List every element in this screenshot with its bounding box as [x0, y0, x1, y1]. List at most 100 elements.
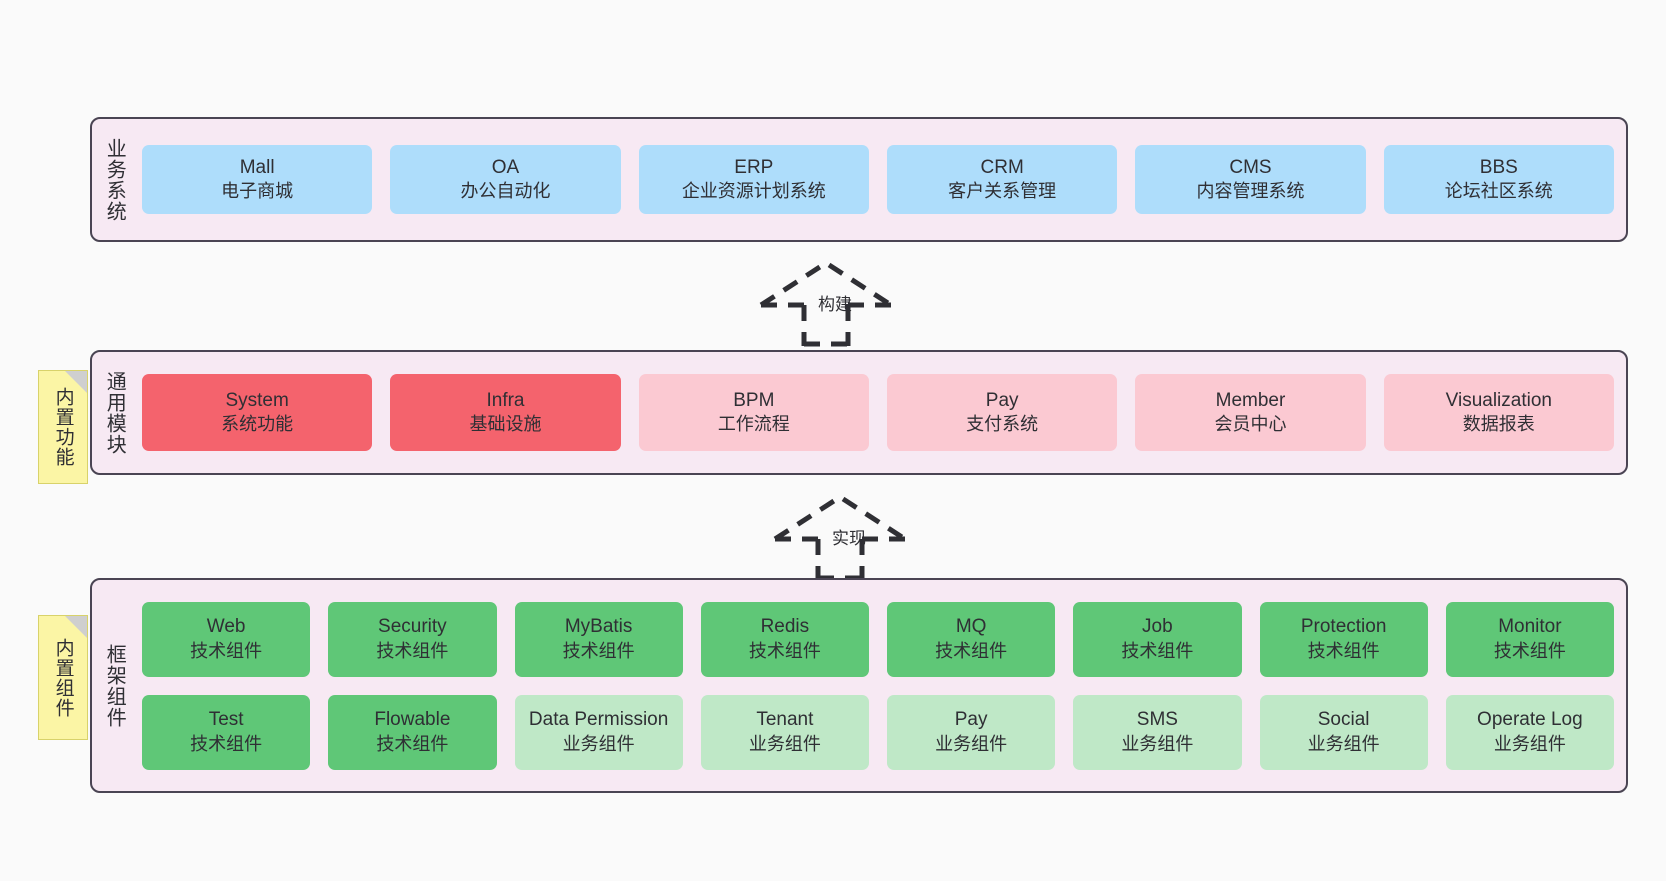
module-subtitle: 技术组件 — [190, 733, 263, 754]
layer-row: Mall 电子商城 OA 办公自动化 ERP 企业资源计划系统 CRM 客户关系… — [142, 145, 1614, 214]
module-name: OA — [491, 156, 520, 178]
sticky-note-builtin-components: 内置组件 — [38, 615, 88, 740]
module-name: Job — [1142, 616, 1173, 638]
module-subtitle: 业务组件 — [562, 733, 635, 754]
sticky-note-label: 内置功能 — [52, 387, 74, 467]
module-subtitle: 技术组件 — [935, 640, 1008, 661]
module-card-sms[interactable]: SMS 业务组件 — [1073, 694, 1242, 770]
module-subtitle: 业务组件 — [1121, 733, 1194, 754]
sticky-note-builtin-features: 内置功能 — [38, 370, 88, 484]
module-subtitle: 论坛社区系统 — [1444, 181, 1553, 202]
connector-build-label: 构建 — [818, 295, 852, 314]
module-subtitle: 基础设施 — [469, 414, 542, 435]
module-card-security[interactable]: Security 技术组件 — [328, 601, 497, 677]
module-name: BBS — [1479, 156, 1518, 178]
module-name: Protection — [1300, 616, 1387, 638]
module-name: Tenant — [756, 709, 814, 731]
layer-business-system: 业务系统 Mall 电子商城 OA 办公自动化 ERP 企业资源计划系统 CRM… — [90, 117, 1628, 242]
module-subtitle: 系统功能 — [221, 414, 294, 435]
module-subtitle: 企业资源计划系统 — [681, 181, 826, 202]
layer-row: System 系统功能 Infra 基础设施 BPM 工作流程 Pay 支付系统… — [142, 374, 1614, 451]
module-subtitle: 工作流程 — [717, 414, 790, 435]
module-card-protection[interactable]: Protection 技术组件 — [1259, 601, 1428, 677]
module-card-oa[interactable]: OA 办公自动化 — [390, 145, 621, 214]
module-name: Social — [1317, 709, 1370, 731]
module-card-visualization[interactable]: Visualization 数据报表 — [1383, 374, 1614, 451]
module-card-job[interactable]: Job 技术组件 — [1073, 601, 1242, 677]
module-subtitle: 客户关系管理 — [948, 181, 1057, 202]
module-name: Mall — [239, 156, 275, 178]
module-card-social[interactable]: Social 业务组件 — [1259, 694, 1428, 770]
module-subtitle: 技术组件 — [1493, 640, 1566, 661]
module-card-flowable[interactable]: Flowable 技术组件 — [328, 694, 497, 770]
module-card-data-permission[interactable]: Data Permission 业务组件 — [514, 694, 683, 770]
note-fold-corner-icon — [65, 371, 87, 393]
sticky-note-label: 内置组件 — [52, 637, 74, 718]
layer-body-business-system: Mall 电子商城 OA 办公自动化 ERP 企业资源计划系统 CRM 客户关系… — [136, 119, 1626, 240]
module-name: Member — [1215, 389, 1286, 411]
layer-framework-component: 框架组件 Web 技术组件 Security 技术组件 MyBatis 技术组件… — [90, 578, 1628, 793]
layer-title-common-module: 通用模块 — [103, 370, 126, 455]
module-name: MQ — [955, 616, 987, 638]
module-card-system[interactable]: System 系统功能 — [142, 374, 373, 451]
module-card-redis[interactable]: Redis 技术组件 — [700, 601, 869, 677]
module-subtitle: 技术组件 — [1121, 640, 1194, 661]
module-subtitle: 办公自动化 — [460, 181, 551, 202]
layer-title-business-system: 业务系统 — [103, 137, 126, 222]
module-card-infra[interactable]: Infra 基础设施 — [390, 374, 621, 451]
module-subtitle: 技术组件 — [376, 640, 449, 661]
module-card-mall[interactable]: Mall 电子商城 — [142, 145, 373, 214]
module-subtitle: 数据报表 — [1462, 414, 1535, 435]
module-name: System — [225, 389, 289, 411]
module-name: Flowable — [374, 709, 451, 731]
connector-implement-label: 实现 — [832, 529, 866, 548]
module-card-test[interactable]: Test 技术组件 — [142, 694, 311, 770]
layer-body-framework-component: Web 技术组件 Security 技术组件 MyBatis 技术组件 Redi… — [136, 580, 1626, 791]
layer-row: Web 技术组件 Security 技术组件 MyBatis 技术组件 Redi… — [142, 601, 1614, 677]
module-subtitle: 技术组件 — [748, 640, 821, 661]
module-subtitle: 技术组件 — [1307, 640, 1380, 661]
module-card-operate-log[interactable]: Operate Log 业务组件 — [1445, 694, 1614, 770]
module-card-pay-business[interactable]: Pay 业务组件 — [887, 694, 1056, 770]
module-name: Web — [206, 616, 246, 638]
module-subtitle: 业务组件 — [748, 733, 821, 754]
module-name: Infra — [486, 389, 525, 411]
module-subtitle: 内容管理系统 — [1196, 181, 1305, 202]
note-fold-corner-icon — [65, 616, 87, 638]
module-name: CMS — [1229, 156, 1272, 178]
module-name: Test — [208, 709, 244, 731]
module-name: Security — [378, 616, 447, 638]
module-card-bpm[interactable]: BPM 工作流程 — [638, 374, 869, 451]
module-subtitle: 电子商城 — [221, 181, 294, 202]
module-subtitle: 会员中心 — [1214, 414, 1287, 435]
module-name: ERP — [734, 156, 774, 178]
layer-common-module: 通用模块 System 系统功能 Infra 基础设施 BPM 工作流程 Pay… — [90, 350, 1628, 475]
module-name: Operate Log — [1477, 709, 1583, 731]
module-card-crm[interactable]: CRM 客户关系管理 — [886, 145, 1118, 214]
module-name: SMS — [1136, 709, 1178, 731]
module-subtitle: 技术组件 — [376, 733, 449, 754]
module-card-erp[interactable]: ERP 企业资源计划系统 — [638, 145, 869, 214]
module-card-monitor[interactable]: Monitor 技术组件 — [1445, 601, 1614, 677]
module-card-pay[interactable]: Pay 支付系统 — [886, 374, 1118, 451]
module-card-bbs[interactable]: BBS 论坛社区系统 — [1383, 145, 1614, 214]
module-card-mq[interactable]: MQ 技术组件 — [887, 601, 1056, 677]
module-card-web[interactable]: Web 技术组件 — [142, 601, 311, 677]
module-name: Monitor — [1498, 616, 1562, 638]
module-name: Pay — [985, 389, 1019, 411]
layer-title-framework-component: 框架组件 — [103, 643, 126, 728]
module-subtitle: 支付系统 — [966, 414, 1039, 435]
module-card-tenant[interactable]: Tenant 业务组件 — [700, 694, 869, 770]
module-subtitle: 技术组件 — [190, 640, 263, 661]
module-card-cms[interactable]: CMS 内容管理系统 — [1135, 145, 1366, 214]
module-name: Visualization — [1445, 389, 1552, 411]
module-name: Redis — [760, 616, 810, 638]
module-card-member[interactable]: Member 会员中心 — [1135, 374, 1366, 451]
layer-body-common-module: System 系统功能 Infra 基础设施 BPM 工作流程 Pay 支付系统… — [136, 352, 1626, 473]
module-name: MyBatis — [564, 616, 633, 638]
module-name: BPM — [733, 389, 775, 411]
module-card-mybatis[interactable]: MyBatis 技术组件 — [514, 601, 683, 677]
layer-row: Test 技术组件 Flowable 技术组件 Data Permission … — [142, 694, 1614, 770]
module-subtitle: 业务组件 — [935, 733, 1008, 754]
